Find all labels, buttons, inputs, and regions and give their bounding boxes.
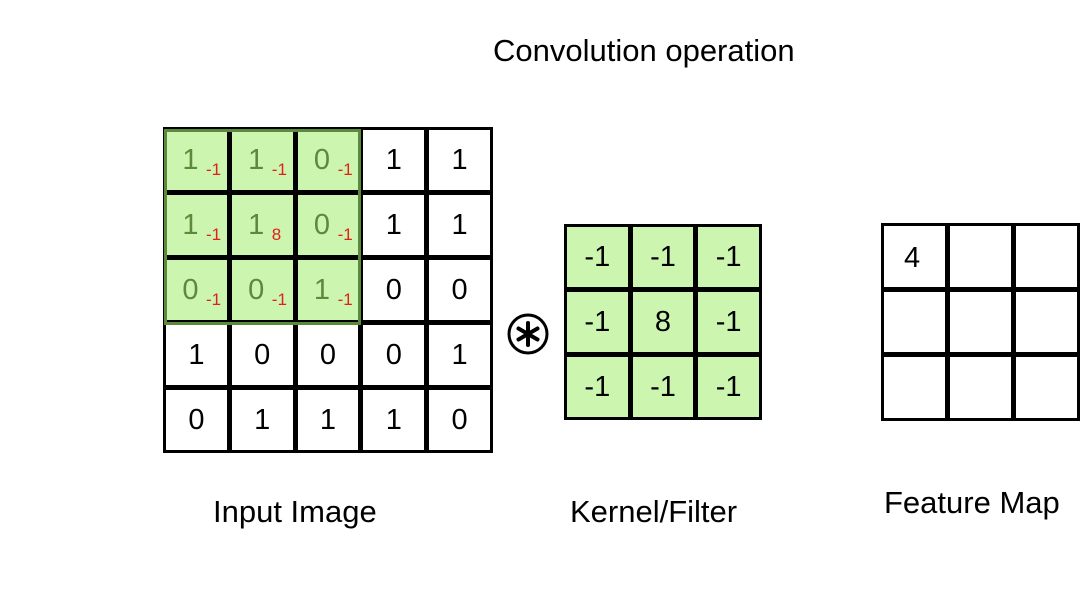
kernel-weight-label: -1 xyxy=(337,160,353,179)
input-cell: 0 xyxy=(166,390,227,450)
input-cell-value: 0 xyxy=(385,273,402,306)
input-cell-value: 1 xyxy=(451,208,468,241)
input-cell: 1 -1 xyxy=(297,260,359,320)
kernel-cell: -1 xyxy=(567,357,628,417)
input-cell-value: 1 xyxy=(254,403,271,436)
input-cell: 0 xyxy=(363,325,425,385)
input-cell-value: 1 xyxy=(385,208,402,241)
input-cell: 0 xyxy=(429,260,490,320)
input-cell-value: 0 xyxy=(248,273,265,306)
input-cell-value: 0 xyxy=(313,143,331,176)
input-cell-value: 1 xyxy=(451,143,468,176)
feature-map-grid: 4 xyxy=(881,223,1080,421)
feature-map-cell xyxy=(884,291,945,353)
input-image-caption: Input Image xyxy=(213,494,377,529)
input-cell-value: 0 xyxy=(319,338,337,371)
kernel-cell: -1 xyxy=(698,292,759,352)
feature-map-cell xyxy=(1016,357,1077,418)
input-cell: 0 xyxy=(429,390,490,450)
diagram-title: Convolution operation xyxy=(493,33,795,68)
kernel-cell: -1 xyxy=(567,227,628,287)
input-cell: 0 -1 xyxy=(231,260,293,320)
kernel-weight-label: -1 xyxy=(206,225,222,244)
feature-map-cell xyxy=(950,357,1011,418)
input-cell: 0 xyxy=(363,260,425,320)
input-cell-value: 1 xyxy=(385,403,402,436)
input-cell-value: 1 xyxy=(248,208,265,241)
kernel-cell: -1 xyxy=(698,357,759,417)
kernel-cell: 8 xyxy=(632,292,694,352)
feature-map-caption: Feature Map xyxy=(884,485,1060,520)
input-cell-value: 1 xyxy=(451,338,468,371)
input-cell: 1 -1 xyxy=(166,195,227,255)
convolution-operator-icon xyxy=(507,313,549,355)
input-cell: 1 xyxy=(363,390,425,450)
kernel-weight-label: -1 xyxy=(206,290,222,309)
input-cell: 1 xyxy=(231,390,293,450)
input-cell: 1 xyxy=(429,325,490,385)
kernel-weight-label: -1 xyxy=(337,225,353,244)
input-cell-value: 0 xyxy=(254,338,271,371)
input-cell: 1 -1 xyxy=(231,130,293,190)
input-cell: 0 -1 xyxy=(297,195,359,255)
kernel-cell: -1 xyxy=(567,292,628,352)
kernel-cell: -1 xyxy=(632,227,694,287)
input-cell: 1 xyxy=(429,195,490,255)
input-cell-value: 0 xyxy=(188,403,205,436)
feature-map-cell: 4 xyxy=(884,226,945,287)
input-cell: 0 xyxy=(231,325,293,385)
input-cell: 1 -1 xyxy=(166,130,227,190)
feature-map-cell xyxy=(950,226,1011,287)
input-cell-value: 1 xyxy=(182,208,199,241)
input-cell: 1 xyxy=(363,130,425,190)
input-cell-value: 1 xyxy=(248,143,265,176)
input-cell: 0 xyxy=(297,325,359,385)
kernel-cell: -1 xyxy=(632,357,694,417)
feature-map-cell xyxy=(1016,291,1077,353)
feature-map-cell xyxy=(884,357,945,418)
kernel-weight-label: 8 xyxy=(271,225,282,244)
input-cell-value: 1 xyxy=(319,403,337,436)
input-cell: 1 xyxy=(429,130,490,190)
feature-map-cell xyxy=(950,291,1011,353)
input-cell-value: 0 xyxy=(451,273,468,306)
kernel-cell: -1 xyxy=(698,227,759,287)
input-cell: 0 -1 xyxy=(297,130,359,190)
kernel-caption: Kernel/Filter xyxy=(570,494,738,529)
input-cell-value: 0 xyxy=(385,338,402,371)
input-cell-value: 0 xyxy=(313,208,331,241)
input-cell-value: 0 xyxy=(182,273,199,306)
input-cell: 1 xyxy=(166,325,227,385)
input-cell: 1 xyxy=(363,195,425,255)
kernel-weight-label: -1 xyxy=(337,290,353,309)
input-cell: 1 xyxy=(297,390,359,450)
kernel-weight-label: -1 xyxy=(271,290,287,309)
input-cell-value: 1 xyxy=(385,143,402,176)
kernel-weight-label: -1 xyxy=(271,160,287,179)
input-cell-value: 1 xyxy=(182,143,199,176)
kernel-weight-label: -1 xyxy=(206,160,222,179)
input-cell-value: 0 xyxy=(451,403,468,436)
input-cell-value: 1 xyxy=(313,273,331,306)
feature-map-cell xyxy=(1016,226,1077,287)
input-cell-value: 1 xyxy=(188,338,205,371)
input-cell: 0 -1 xyxy=(166,260,227,320)
